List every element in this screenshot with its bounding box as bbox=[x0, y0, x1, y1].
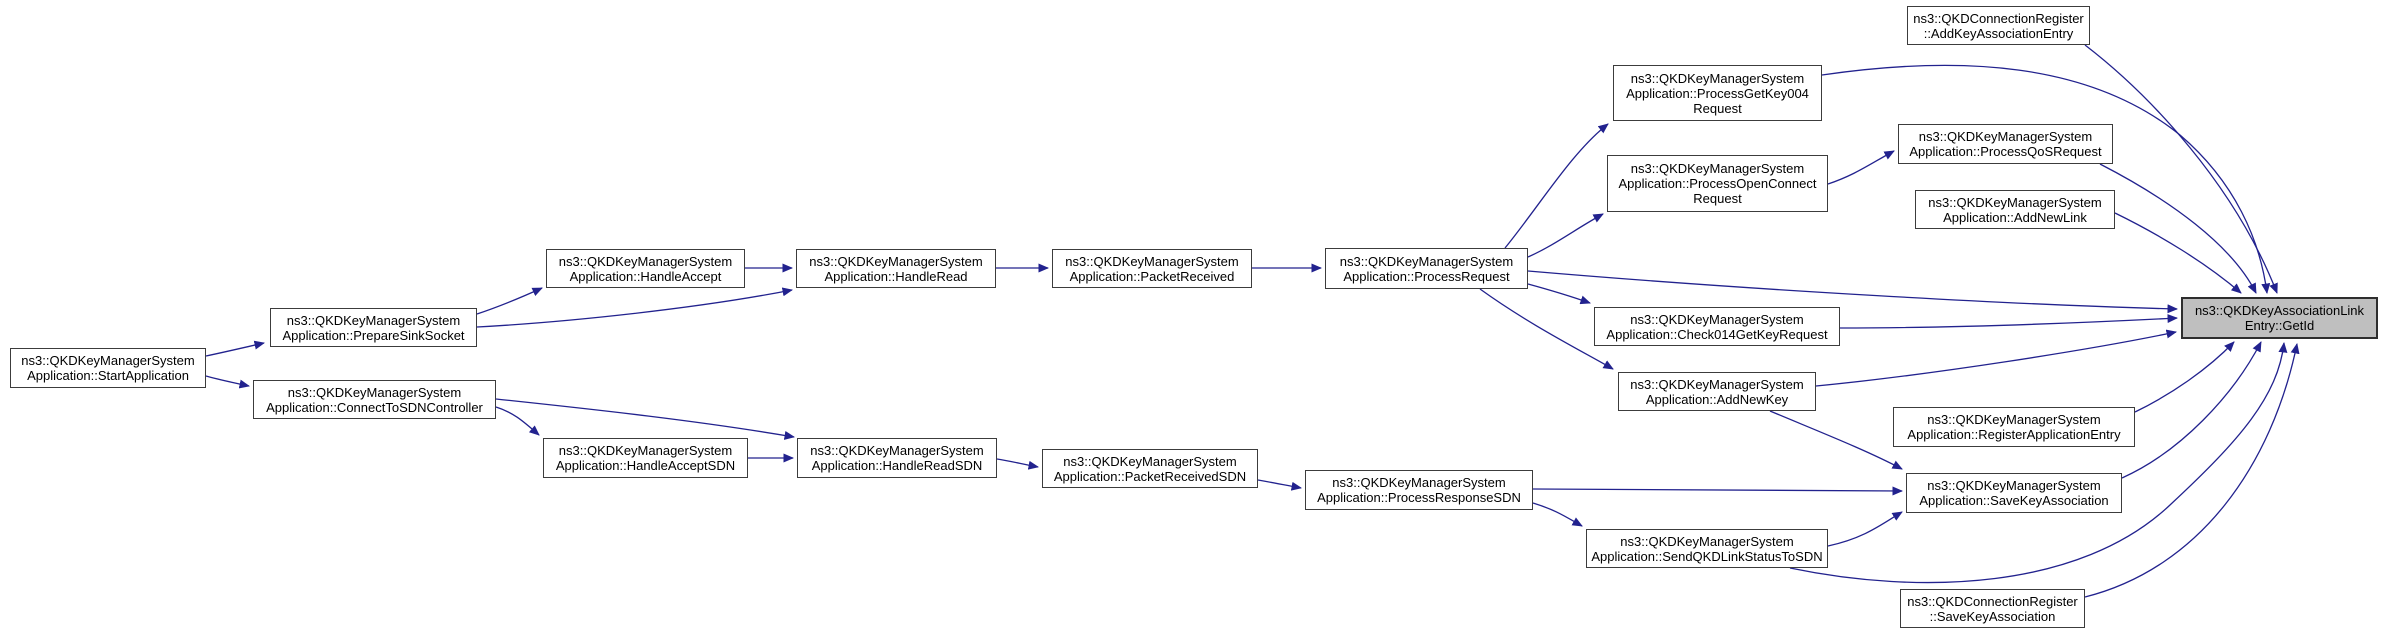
edge-register-application-entry-to-get-id bbox=[2134, 341, 2235, 413]
edge-add-key-association-entry-to-get-id bbox=[2084, 44, 2278, 294]
edge-process-request-to-get-id bbox=[1527, 270, 2178, 314]
edge-handle-read-sdn-to-packet-received-sdn bbox=[996, 458, 1039, 470]
edge-process-request-to-check014-get-key-request bbox=[1527, 283, 1591, 305]
node-register-application-entry[interactable]: ns3::QKDKeyManagerSystem Application::Re… bbox=[1893, 407, 2135, 447]
edge-send-qkd-link-status-to-sdn-to-get-id bbox=[1789, 342, 2288, 584]
edge-check014-get-key-request-to-get-id bbox=[1839, 313, 2178, 329]
edge-packet-received-sdn-to-process-response-sdn bbox=[1257, 479, 1302, 491]
node-handle-read[interactable]: ns3::QKDKeyManagerSystem Application::Ha… bbox=[796, 249, 996, 288]
edge-add-new-link-to-get-id bbox=[2114, 212, 2242, 294]
edge-process-qos-request-to-get-id bbox=[2099, 163, 2257, 294]
node-handle-accept-sdn[interactable]: ns3::QKDKeyManagerSystem Application::Ha… bbox=[543, 438, 748, 478]
node-process-request[interactable]: ns3::QKDKeyManagerSystem Application::Pr… bbox=[1325, 248, 1528, 289]
node-check014-get-key-request[interactable]: ns3::QKDKeyManagerSystem Application::Ch… bbox=[1594, 307, 1840, 346]
edge-connect-to-sdn-controller-to-handle-accept-sdn bbox=[495, 406, 540, 436]
edge-add-new-key-to-get-id bbox=[1815, 329, 2177, 387]
edge-process-response-sdn-to-send-qkd-link-status-to-sdn bbox=[1532, 502, 1583, 527]
node-send-qkd-link-status-to-sdn[interactable]: ns3::QKDKeyManagerSystem Application::Se… bbox=[1586, 529, 1828, 568]
edge-connection-register-save-key-association-to-get-id bbox=[2084, 343, 2300, 598]
edge-process-request-to-process-get-key-004-request bbox=[1504, 123, 1609, 249]
edge-process-open-connect-request-to-process-qos-request bbox=[1827, 150, 1895, 185]
edge-prepare-sink-socket-to-handle-accept bbox=[476, 287, 543, 315]
edge-process-request-to-process-open-connect-request bbox=[1527, 213, 1604, 258]
node-process-response-sdn[interactable]: ns3::QKDKeyManagerSystem Application::Pr… bbox=[1305, 470, 1533, 510]
node-process-open-connect-request[interactable]: ns3::QKDKeyManagerSystem Application::Pr… bbox=[1607, 155, 1828, 212]
edge-save-key-association-to-get-id bbox=[2121, 341, 2262, 479]
edge-connect-to-sdn-controller-to-handle-read-sdn bbox=[495, 398, 795, 440]
node-connection-register-save-key-association[interactable]: ns3::QKDConnectionRegister ::SaveKeyAsso… bbox=[1900, 589, 2085, 628]
edge-process-response-sdn-to-save-key-association bbox=[1532, 486, 1903, 496]
edge-start-application-to-connect-to-sdn-controller bbox=[205, 375, 250, 389]
edge-add-new-key-to-save-key-association bbox=[1769, 410, 1903, 470]
edge-prepare-sink-socket-to-handle-read bbox=[476, 287, 793, 328]
node-handle-read-sdn[interactable]: ns3::QKDKeyManagerSystem Application::Ha… bbox=[797, 438, 997, 478]
node-connect-to-sdn-controller[interactable]: ns3::QKDKeyManagerSystem Application::Co… bbox=[253, 380, 496, 419]
node-handle-accept[interactable]: ns3::QKDKeyManagerSystem Application::Ha… bbox=[546, 249, 745, 288]
node-packet-received-sdn[interactable]: ns3::QKDKeyManagerSystem Application::Pa… bbox=[1042, 449, 1258, 488]
node-add-new-key[interactable]: ns3::QKDKeyManagerSystem Application::Ad… bbox=[1618, 372, 1816, 411]
edge-send-qkd-link-status-to-sdn-to-save-key-association bbox=[1827, 511, 1903, 547]
node-save-key-association[interactable]: ns3::QKDKeyManagerSystem Application::Sa… bbox=[1906, 473, 2122, 513]
node-process-qos-request[interactable]: ns3::QKDKeyManagerSystem Application::Pr… bbox=[1898, 124, 2113, 164]
node-process-get-key-004-request[interactable]: ns3::QKDKeyManagerSystem Application::Pr… bbox=[1613, 65, 1822, 121]
node-start-application[interactable]: ns3::QKDKeyManagerSystem Application::St… bbox=[10, 348, 206, 388]
node-packet-received[interactable]: ns3::QKDKeyManagerSystem Application::Pa… bbox=[1052, 249, 1252, 288]
node-add-new-link[interactable]: ns3::QKDKeyManagerSystem Application::Ad… bbox=[1915, 190, 2115, 229]
node-add-key-association-entry[interactable]: ns3::QKDConnectionRegister ::AddKeyAssoc… bbox=[1907, 6, 2090, 45]
edge-process-request-to-add-new-key bbox=[1479, 288, 1614, 370]
edge-process-get-key-004-request-to-get-id bbox=[1821, 64, 2271, 294]
node-prepare-sink-socket[interactable]: ns3::QKDKeyManagerSystem Application::Pr… bbox=[270, 308, 477, 347]
node-get-id: ns3::QKDKeyAssociationLink Entry::GetId bbox=[2181, 297, 2378, 339]
edge-start-application-to-prepare-sink-socket bbox=[205, 340, 265, 357]
